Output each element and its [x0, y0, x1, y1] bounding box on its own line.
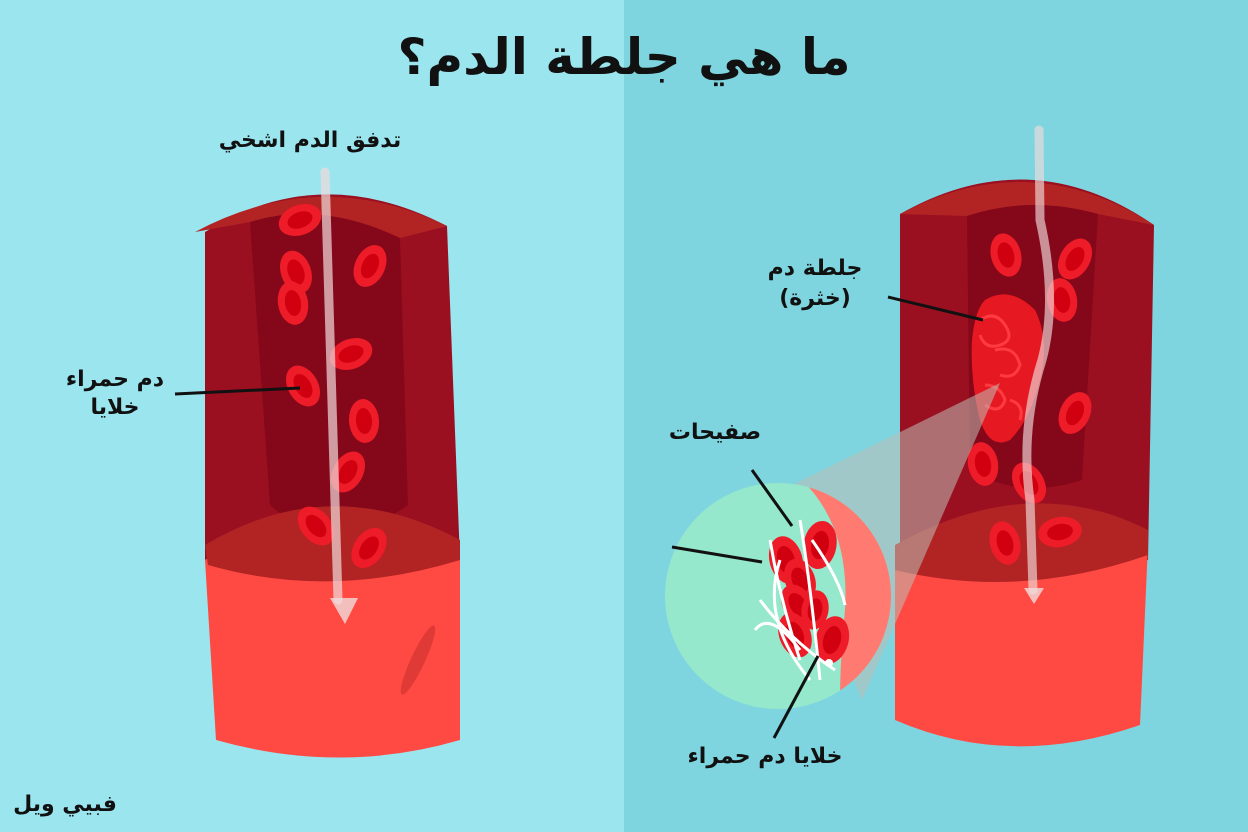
rbc-label-line2: خلايا [90, 395, 140, 420]
blood-flow-arrow-icon [1022, 125, 1054, 604]
blood-flow-label: تدفق الدم اشخي [218, 128, 402, 153]
blood-flow-arrow-icon [320, 167, 358, 624]
clot-label-line1: جلطة دم [767, 256, 863, 281]
rbc-pointer-line [174, 386, 301, 396]
healthy-vessel [174, 167, 460, 758]
red-blood-cells-label-right: خلايا دم حمراء [687, 744, 843, 769]
platelets-label: صفيحات [668, 420, 762, 445]
credit-label: فبيي ويل [13, 792, 117, 817]
rbc-right-pointer-line [772, 655, 820, 739]
blood-clot-label: جلطة دم (خثرة) [740, 254, 890, 314]
red-blood-cells-label-left: دم حمراء خلايا [40, 366, 190, 422]
page-title: ما هي جلطة الدم؟ [397, 28, 851, 86]
platelets-pointer-line [750, 469, 794, 527]
clot-label-line2: (خثرة) [779, 286, 851, 311]
platelets-pointer-line-2 [671, 545, 763, 564]
clot-pointer-line [887, 295, 984, 322]
rbc-label-line1: دم حمراء [65, 367, 165, 392]
